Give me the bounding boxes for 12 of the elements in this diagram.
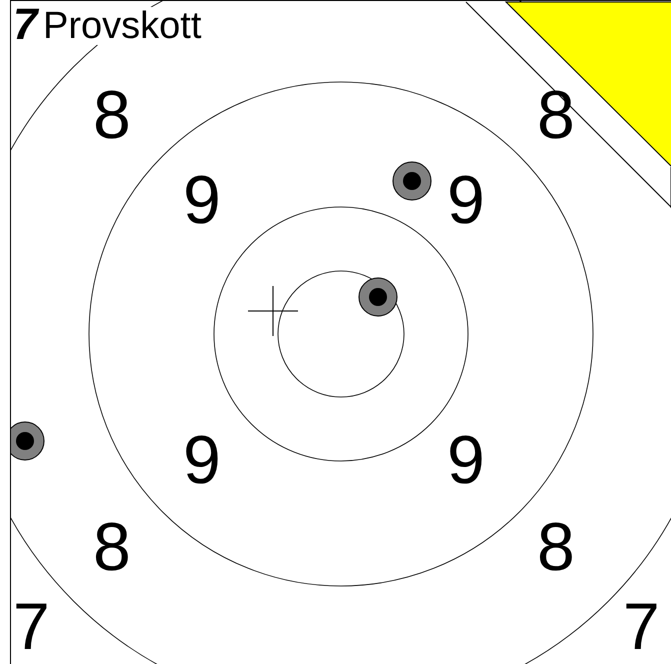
ring-number: 9 <box>447 166 485 234</box>
ring-number: 9 <box>447 426 485 494</box>
heading: Provskott <box>43 7 202 45</box>
ring-number: 7 <box>13 593 50 659</box>
ring-number: 8 <box>93 81 131 149</box>
ring-number: 8 <box>93 513 131 581</box>
ring-number: 8 <box>537 513 575 581</box>
ring-number: 7 <box>13 3 38 47</box>
ring-number: 9 <box>183 166 221 234</box>
ring-number: 7 <box>623 593 660 659</box>
ring-number: 9 <box>183 426 221 494</box>
ring-number: 8 <box>537 81 575 149</box>
